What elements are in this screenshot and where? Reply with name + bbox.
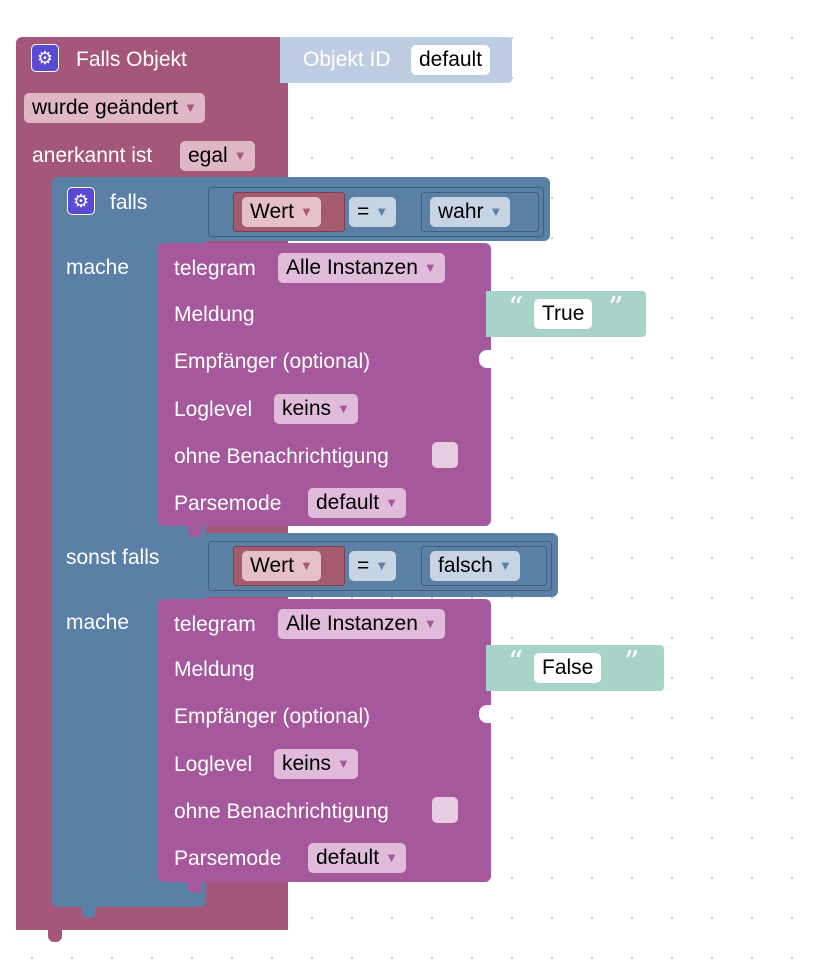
do-label-1: mache bbox=[66, 256, 130, 279]
loglevel-dropdown-value: keins bbox=[282, 397, 332, 420]
chevron-down-icon: ▼ bbox=[337, 756, 350, 771]
operator-dropdown-value: = bbox=[357, 554, 370, 577]
quote-close-icon: ” bbox=[608, 291, 624, 326]
quote-close-icon: ” bbox=[624, 645, 640, 680]
else-if-label: sonst falls bbox=[66, 546, 160, 569]
variable-block-1[interactable]: Wert ▼ bbox=[233, 192, 345, 232]
telegram-block-1-bottom-notch bbox=[188, 525, 202, 537]
acknowledged-label: anerkannt ist bbox=[32, 144, 153, 167]
parsemode-label: Parsemode bbox=[174, 492, 282, 515]
chevron-down-icon: ▼ bbox=[385, 850, 398, 865]
event-header-label: Falls Objekt bbox=[76, 48, 187, 71]
loglevel-label: Loglevel bbox=[174, 753, 253, 776]
boolean-dropdown-2[interactable]: falsch ▼ bbox=[430, 551, 520, 581]
chevron-down-icon: ▼ bbox=[337, 401, 350, 416]
text-value-field[interactable]: True bbox=[534, 299, 593, 329]
if-block-bottom-notch bbox=[82, 906, 96, 918]
recipient-label: Empfänger (optional) bbox=[174, 350, 371, 373]
trigger-dropdown[interactable]: wurde geändert ▼ bbox=[24, 93, 205, 123]
silent-checkbox[interactable] bbox=[432, 442, 458, 468]
operator-dropdown-2[interactable]: =▼ bbox=[349, 551, 397, 581]
chevron-down-icon: ▼ bbox=[299, 204, 313, 219]
object-id-field[interactable]: default bbox=[411, 45, 491, 75]
boolean-block-1[interactable]: wahr ▼ bbox=[421, 192, 539, 232]
chevron-down-icon: ▼ bbox=[233, 148, 247, 163]
chevron-down-icon: ▼ bbox=[423, 260, 437, 275]
chevron-down-icon: ▼ bbox=[375, 558, 389, 573]
variable-block-2[interactable]: Wert ▼ bbox=[233, 546, 345, 586]
chevron-down-icon: ▼ bbox=[423, 616, 437, 631]
variable-dropdown-value: Wert bbox=[250, 554, 294, 577]
operator-dropdown-1[interactable]: =▼ bbox=[349, 197, 397, 227]
telegram-block-2-bottom-notch bbox=[188, 881, 202, 893]
telegram-title: telegram bbox=[174, 613, 256, 636]
condition-compare-block-1[interactable]: Wert▼ =▼ wahr▼ bbox=[208, 187, 544, 237]
boolean-dropdown-value: falsch bbox=[438, 554, 493, 577]
gear-icon[interactable]: ⚙ bbox=[67, 187, 95, 215]
telegram-block-2[interactable]: telegram Alle Instanzen ▼ Meldung Empfäng… bbox=[158, 599, 491, 882]
loglevel-dropdown-value: keins bbox=[282, 752, 332, 775]
chevron-down-icon: ▼ bbox=[385, 495, 398, 510]
variable-dropdown-value: Wert bbox=[250, 200, 294, 223]
if-label: falls bbox=[110, 191, 148, 214]
event-block-bottom-notch bbox=[48, 930, 62, 942]
acknowledged-dropdown-value: egal bbox=[188, 144, 228, 167]
recipient-input-socket[interactable] bbox=[479, 350, 491, 368]
acknowledged-dropdown[interactable]: egal ▼ bbox=[180, 141, 255, 171]
parsemode-label: Parsemode bbox=[174, 847, 282, 870]
message-label: Meldung bbox=[174, 303, 255, 326]
do-label-2: mache bbox=[66, 611, 130, 634]
chevron-down-icon: ▼ bbox=[498, 558, 512, 573]
trigger-dropdown-value: wurde geändert bbox=[32, 96, 178, 119]
boolean-dropdown-1[interactable]: wahr ▼ bbox=[430, 197, 511, 227]
instance-dropdown[interactable]: Alle Instanzen ▼ bbox=[278, 609, 445, 639]
instance-dropdown-value: Alle Instanzen bbox=[286, 256, 418, 279]
boolean-block-2[interactable]: falsch ▼ bbox=[421, 546, 547, 586]
text-block-false[interactable]: “ False ” bbox=[486, 645, 664, 691]
chevron-down-icon: ▼ bbox=[299, 558, 313, 573]
loglevel-label: Loglevel bbox=[174, 398, 253, 421]
instance-dropdown[interactable]: Alle Instanzen ▼ bbox=[278, 253, 445, 283]
recipient-label: Empfänger (optional) bbox=[174, 705, 371, 728]
condition-compare-block-2[interactable]: Wert▼ =▼ falsch▼ bbox=[208, 541, 552, 591]
loglevel-dropdown[interactable]: keins ▼ bbox=[274, 394, 358, 424]
parsemode-dropdown-value: default bbox=[316, 491, 380, 514]
quote-open-icon: “ bbox=[508, 645, 524, 680]
object-id-label: Objekt ID bbox=[303, 48, 391, 71]
operator-dropdown-value: = bbox=[357, 200, 370, 223]
instance-dropdown-value: Alle Instanzen bbox=[286, 612, 418, 635]
telegram-block-1[interactable]: telegram Alle Instanzen ▼ Meldung Empfäng… bbox=[158, 243, 491, 526]
chevron-down-icon: ▼ bbox=[489, 204, 503, 219]
quote-open-icon: “ bbox=[508, 291, 524, 326]
parsemode-dropdown-value: default bbox=[316, 846, 380, 869]
parsemode-dropdown[interactable]: default ▼ bbox=[308, 488, 406, 518]
loglevel-dropdown[interactable]: keins ▼ bbox=[274, 749, 358, 779]
text-block-true[interactable]: “ True ” bbox=[486, 291, 646, 337]
object-id-block[interactable]: Objekt ID default bbox=[280, 37, 512, 83]
recipient-input-socket[interactable] bbox=[479, 705, 491, 723]
chevron-down-icon: ▼ bbox=[375, 204, 389, 219]
parsemode-dropdown[interactable]: default ▼ bbox=[308, 843, 406, 873]
variable-dropdown-2[interactable]: Wert ▼ bbox=[242, 551, 321, 581]
silent-label: ohne Benachrichtigung bbox=[174, 445, 389, 468]
text-value-field[interactable]: False bbox=[534, 653, 602, 683]
variable-dropdown-1[interactable]: Wert ▼ bbox=[242, 197, 321, 227]
silent-label: ohne Benachrichtigung bbox=[174, 800, 389, 823]
gear-icon[interactable]: ⚙ bbox=[31, 44, 59, 72]
chevron-down-icon: ▼ bbox=[183, 100, 197, 115]
boolean-dropdown-value: wahr bbox=[438, 200, 484, 223]
event-block-footer bbox=[16, 912, 288, 930]
message-label: Meldung bbox=[174, 658, 255, 681]
telegram-title: telegram bbox=[174, 257, 256, 280]
silent-checkbox[interactable] bbox=[432, 797, 458, 823]
